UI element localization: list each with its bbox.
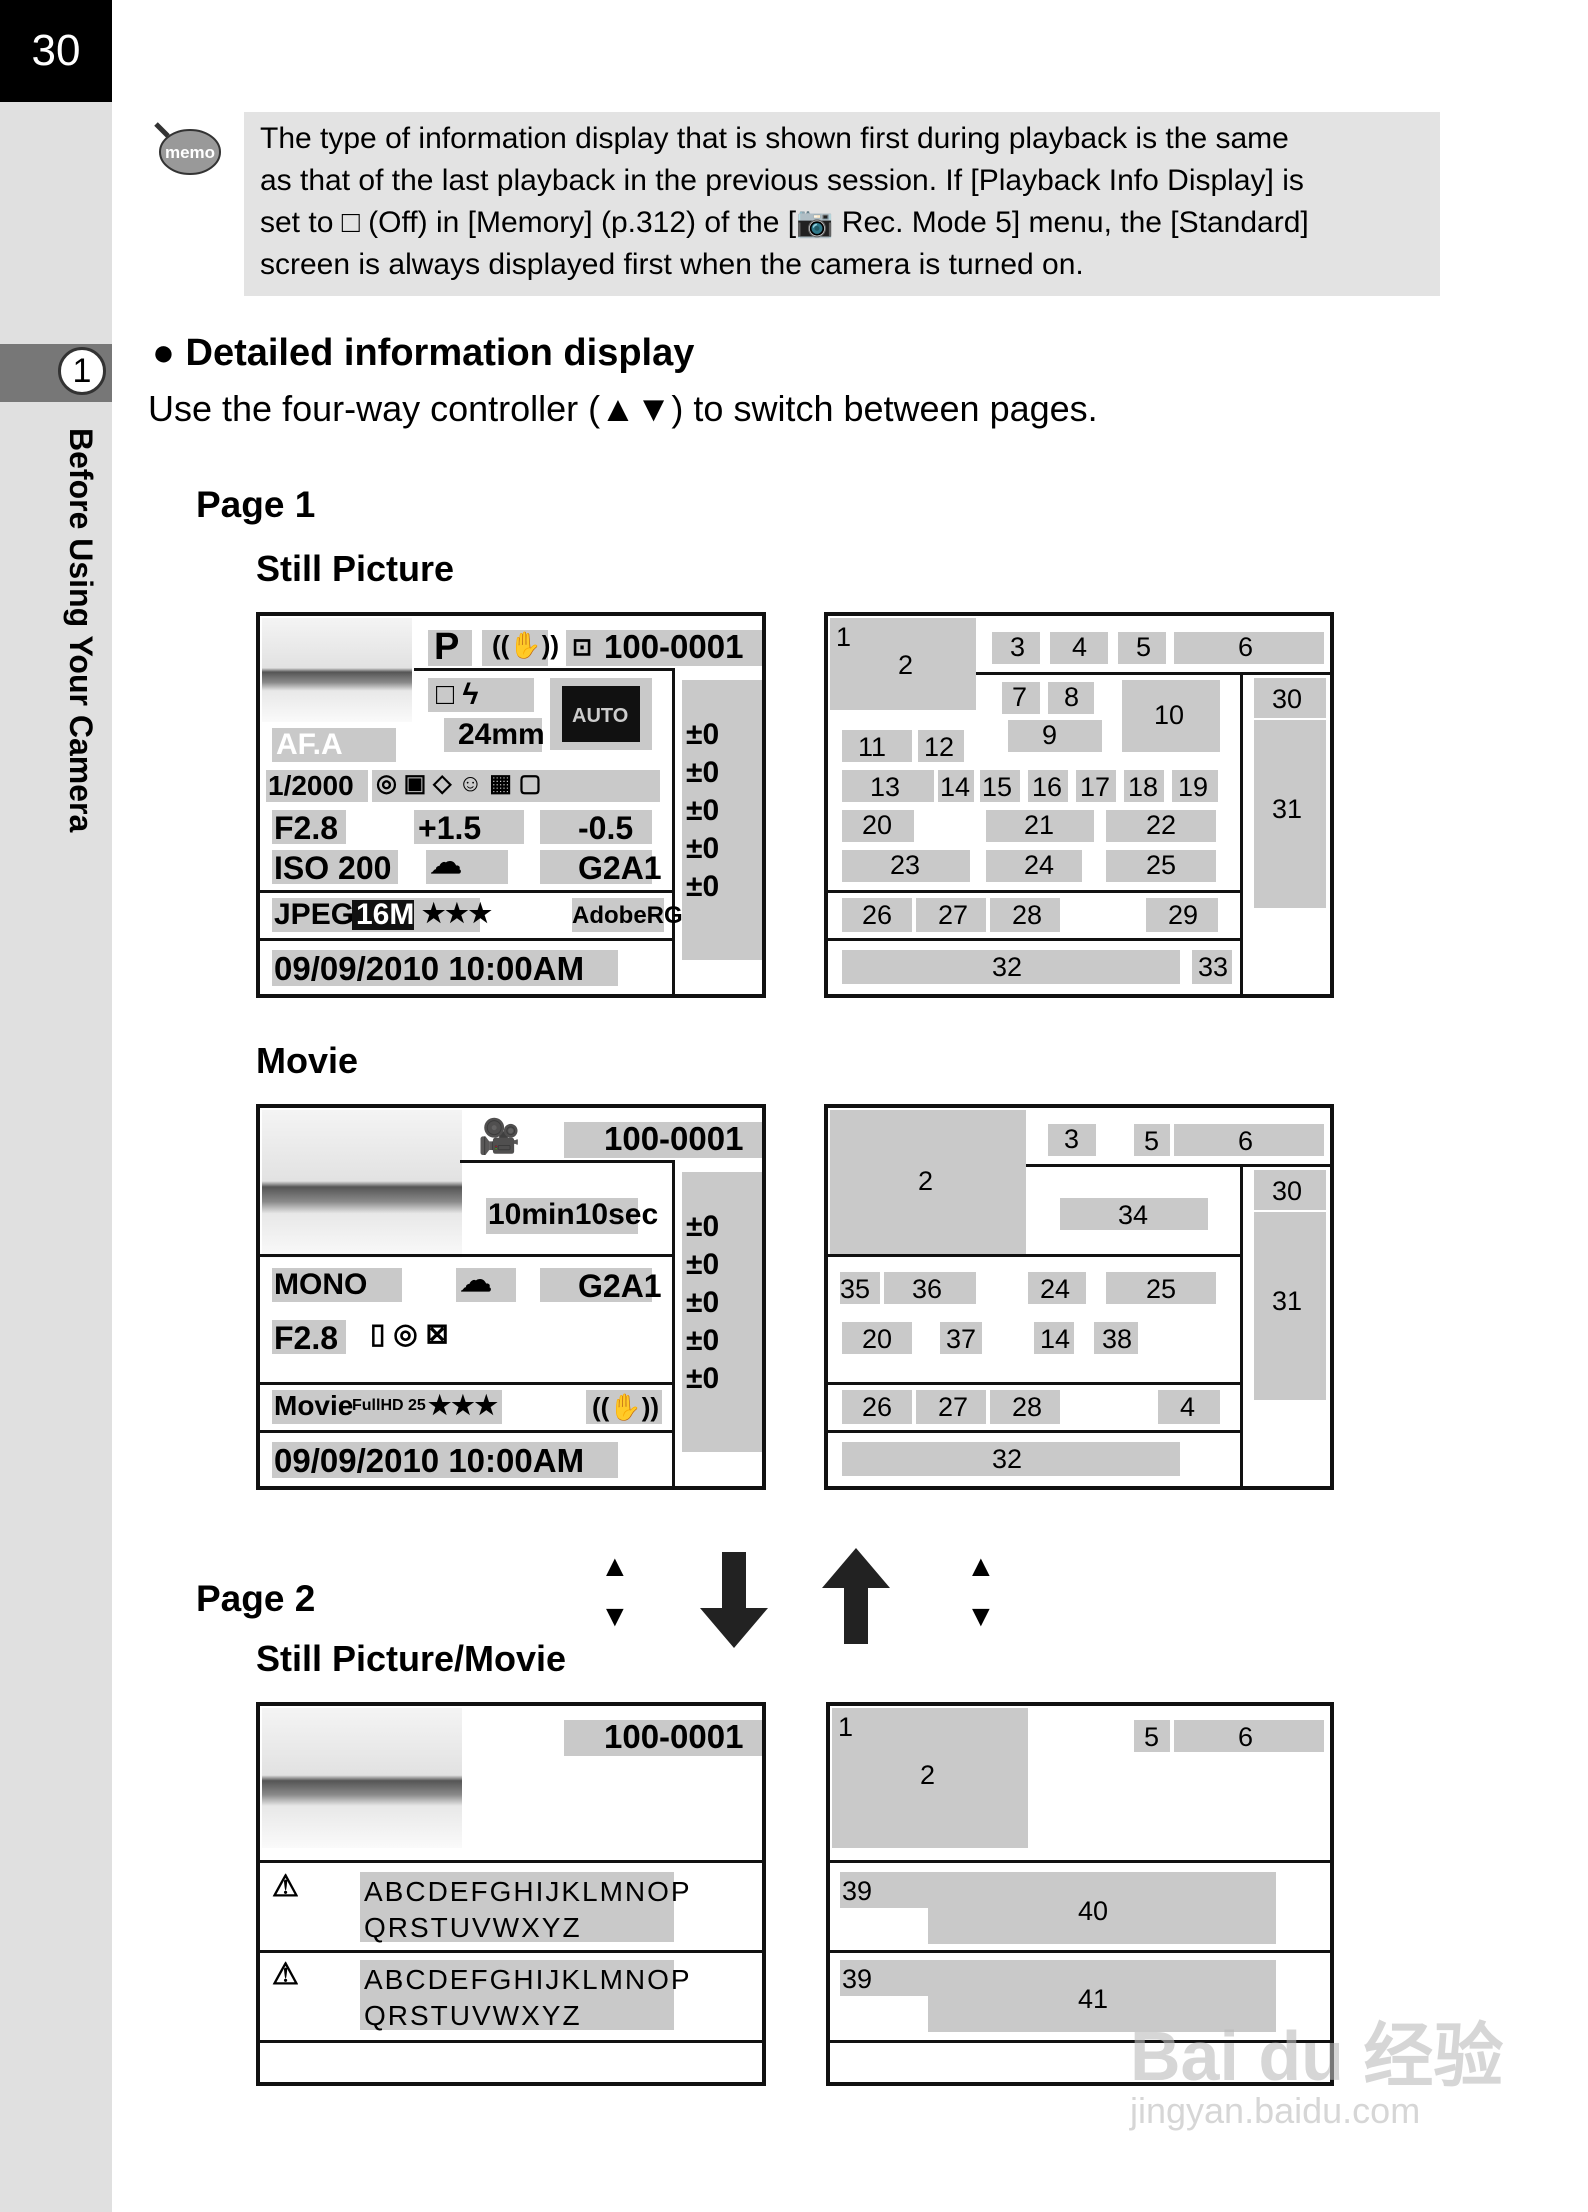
up-triangle-icon: ▲ [966, 1550, 996, 1584]
movie-size: FullHD 25 [352, 1398, 426, 1414]
still-movie-label: Still Picture/Movie [256, 1638, 566, 1680]
exposure-mode: P [434, 628, 459, 666]
quality: ★★★ [422, 900, 492, 926]
sidebar [0, 0, 112, 2212]
iso: ISO 200 [274, 852, 391, 884]
audio-mode: MONO [274, 1270, 367, 1300]
exposure-compensation: +1.5 [418, 812, 481, 844]
down-triangle-icon: ▼ [600, 1600, 630, 1634]
memo-line: set to □ (Off) in [Memory] (p.312) of th… [260, 202, 1424, 244]
memo-note: The type of information display that is … [244, 112, 1440, 296]
up-triangle-icon: ▲ [600, 1550, 630, 1584]
cloud-icon: ☁ [460, 1264, 492, 1296]
down-triangle-icon: ▼ [966, 1600, 996, 1634]
warning-icon: ⚠ [272, 1960, 299, 1990]
thumbnail-photo [262, 618, 412, 722]
thumbnail-photo [262, 1708, 462, 1848]
image-adjust-1: ±0 [686, 1212, 719, 1242]
image-adjust-4: ±0 [686, 1326, 719, 1356]
file-format: Movie [274, 1392, 353, 1420]
settings-icons: ◎ ▣ ◇ ☺ ▦ ▢ [376, 772, 541, 796]
page2-label: Page 2 [196, 1578, 315, 1620]
aperture: F2.8 [274, 812, 338, 844]
memo-icon: memo [150, 118, 222, 178]
svg-text:memo: memo [165, 143, 215, 162]
white-balance: G2A1 [578, 1270, 662, 1302]
warning-icon: ⚠ [272, 1872, 299, 1902]
movie-camera-icon: 🎥 [478, 1120, 520, 1154]
image-adjust-2: ±0 [686, 1250, 719, 1280]
memo-line: The type of information display that is … [260, 118, 1424, 160]
drive-mode-icon: □ ϟ [436, 680, 478, 710]
cloud-icon: ☁ [430, 846, 462, 878]
file-number: 100-0001 [604, 1720, 743, 1753]
flash-compensation: -0.5 [578, 812, 633, 844]
watermark-url: jingyan.baidu.com [1130, 2090, 1420, 2132]
shutter-speed: 1/2000 [268, 772, 354, 800]
image-size: 16M [356, 900, 414, 930]
image-adjust-5: ±0 [686, 1364, 719, 1394]
movie-diagram: 2 3 5 6 34 35 36 24 25 20 37 14 38 26 27… [824, 1104, 1334, 1490]
shake-reduction-icon: ((✋)) [592, 1394, 659, 1420]
file-number: 100-0001 [604, 1122, 743, 1155]
settings-icons: ▯ ◎ ⊠ [370, 1320, 449, 1348]
page1-label: Page 1 [196, 484, 315, 526]
image-adjust-4: ±0 [686, 834, 719, 864]
page-number: 30 [0, 0, 112, 102]
date-time: 09/09/2010 10:00AM [274, 952, 584, 985]
file-format: JPEG [274, 900, 354, 930]
still-diagram: 1 2 3 4 5 6 7 8 9 10 11 12 13 14 15 16 1… [824, 612, 1334, 998]
down-arrow-icon [700, 1552, 768, 1648]
white-balance: G2A1 [578, 852, 662, 884]
page2-info-screen: 100-0001 ⚠ ABCDEFGHIJKLMNOP QRSTUVWXYZ ⚠… [256, 1702, 766, 2086]
thumbnail-photo [262, 1110, 462, 1258]
watermark-logo: Bai du 经验 [1130, 2000, 1503, 2101]
image-adjust-3: ±0 [686, 1288, 719, 1318]
section-heading: ● Detailed information display [152, 332, 694, 375]
date-time: 09/09/2010 10:00AM [274, 1444, 584, 1477]
quality: ★★★ [428, 1392, 498, 1418]
text-line-1: ABCDEFGHIJKLMNOP [364, 1966, 692, 1994]
image-adjust-1: ±0 [686, 720, 719, 750]
movie-info-screen: 🎥 100-0001 10min10sec MONO ☁ G2A1 F2.8 ▯… [256, 1104, 766, 1490]
memo-line: as that of the last playback in the prev… [260, 160, 1424, 202]
shake-reduction-icon: ((✋)) [492, 632, 559, 658]
memo-line: screen is always displayed first when th… [260, 244, 1424, 286]
chapter-number: 1 [58, 347, 106, 395]
movie-label: Movie [256, 1040, 358, 1082]
metering-auto: AUTO [572, 706, 628, 726]
image-adjust-5: ±0 [686, 872, 719, 902]
image-adjust-2: ±0 [686, 758, 719, 788]
intro-text: Use the four-way controller (▲▼) to swit… [148, 388, 1098, 430]
still-label: Still Picture [256, 548, 454, 590]
key-protect-icon: ⊡ [572, 636, 592, 660]
color-space: AdobeRGB [572, 904, 700, 928]
still-info-screen: P ((✋)) 100-0001 ⊡ □ ϟ 24mm AUTO AF.A 1/… [256, 612, 766, 998]
text-line-2: QRSTUVWXYZ [364, 2002, 582, 2030]
aperture: F2.8 [274, 1322, 338, 1354]
up-arrow-icon [822, 1548, 890, 1644]
text-line-1: ABCDEFGHIJKLMNOP [364, 1878, 692, 1906]
focal-length: 24mm [458, 720, 545, 750]
file-number: 100-0001 [604, 630, 743, 663]
text-line-2: QRSTUVWXYZ [364, 1914, 582, 1942]
chapter-title: Before Using Your Camera [62, 428, 99, 832]
image-adjust-3: ±0 [686, 796, 719, 826]
af-mode: AF.A [276, 730, 343, 760]
recording-duration: 10min10sec [488, 1200, 658, 1230]
